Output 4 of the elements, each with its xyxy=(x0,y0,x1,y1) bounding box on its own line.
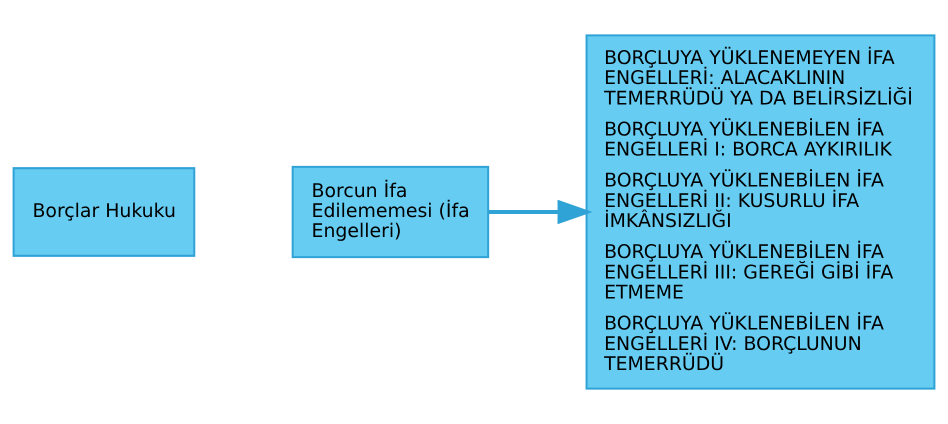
node-box: BORÇLUYA YÜKLENEMEYEN İFA ENGELLERİ: ALACAKLININ TEMERRÜDÜ YA DA BELİRSİZLİĞİ BORÇLUYA YÜKLENEBİLEN İFA ENGELLERİ I: BORCA AYKIRILIK BORÇLUYA YÜKLENEBİLEN İFA ENGELLERİ II: KUSURLU İFA İMKÂNSIZLIĞI BORÇLUYA YÜKLENEBİLEN İFA ENGELLERİ III: GEREĞİ GİBİ İFA ETMEME BORÇLUYA YÜKLENEBİLEN İFA ENGELLERİ IV: BORÇLUNUN TEMERRÜDÜ xyxy=(586,34,936,390)
node-box: Borçlar Hukuku xyxy=(12,167,196,257)
arrow xyxy=(488,200,593,224)
node-box: Borcun İfa Edilememesi (İfa Engelleri) xyxy=(292,166,490,258)
